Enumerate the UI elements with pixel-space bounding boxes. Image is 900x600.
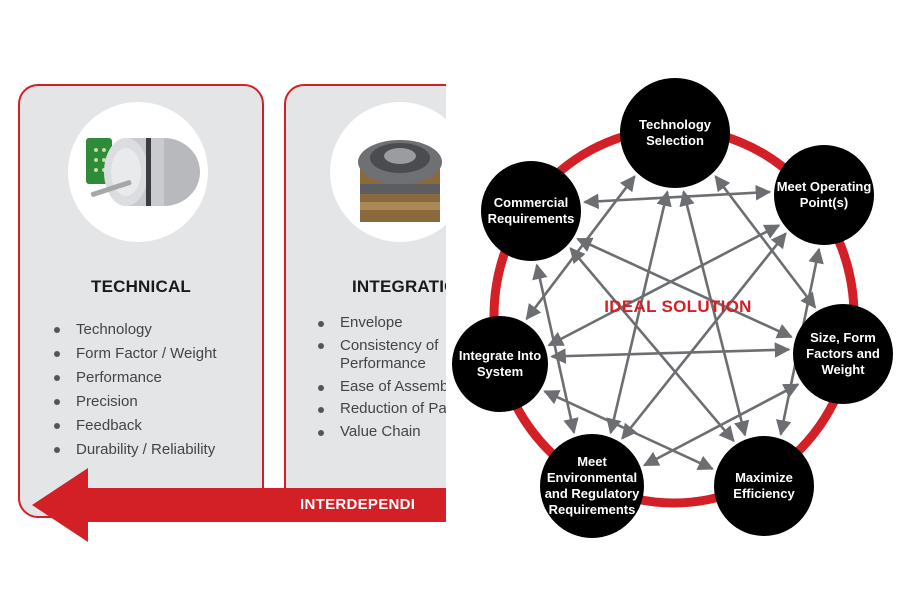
connector-arrow [550,342,791,364]
arrow-label: INTERDEPENDI [300,496,416,513]
list-item: Consistency of Performance [316,335,446,376]
integration-card: INTEGRATIO Envelope Consistency of Perfo… [284,84,446,518]
node-circle [714,436,814,536]
card-title: INTEGRATIO [352,277,446,296]
list-item: Reduction of Par [316,398,446,421]
list-item: Envelope [316,312,446,335]
connector-arrow [583,184,772,210]
motor-photo [68,102,208,242]
connector-arrow [569,247,735,443]
list-item: Durability / Reliability [52,438,217,462]
list-item: Performance [52,366,217,390]
list-item: Value Chain [316,421,446,444]
list-item: Form Factor / Weight [52,342,217,366]
motor-icon [86,138,200,206]
node-circle [774,145,874,245]
list-item: Precision [52,390,217,414]
node-circle [793,304,893,404]
technical-card: TECHNICAL Technology Form Factor / Weigh… [18,84,264,518]
node-circle [540,434,644,538]
gearbox-icon [358,140,442,222]
list-item: Feedback [52,414,217,438]
interdependencies-panel: TECHNICAL Technology Form Factor / Weigh… [0,64,446,542]
connector-arrow [576,237,793,339]
list-item: Ease of Assembl [316,376,446,399]
ideal-solution-label: IDEAL SOLUTION [604,297,752,316]
card-title: TECHNICAL [90,277,191,296]
node-circle [620,78,730,188]
technical-list: Technology Form Factor / Weight Performa… [52,318,217,462]
node-circle [452,316,548,412]
node-circles [452,78,893,538]
integration-list: Envelope Consistency of Performance Ease… [316,312,446,443]
gearbox-photo [330,102,446,242]
cycle-diagram [452,78,893,538]
interdependency-arrow [32,468,446,542]
node-circle [481,161,581,261]
list-item: Technology [52,318,217,342]
